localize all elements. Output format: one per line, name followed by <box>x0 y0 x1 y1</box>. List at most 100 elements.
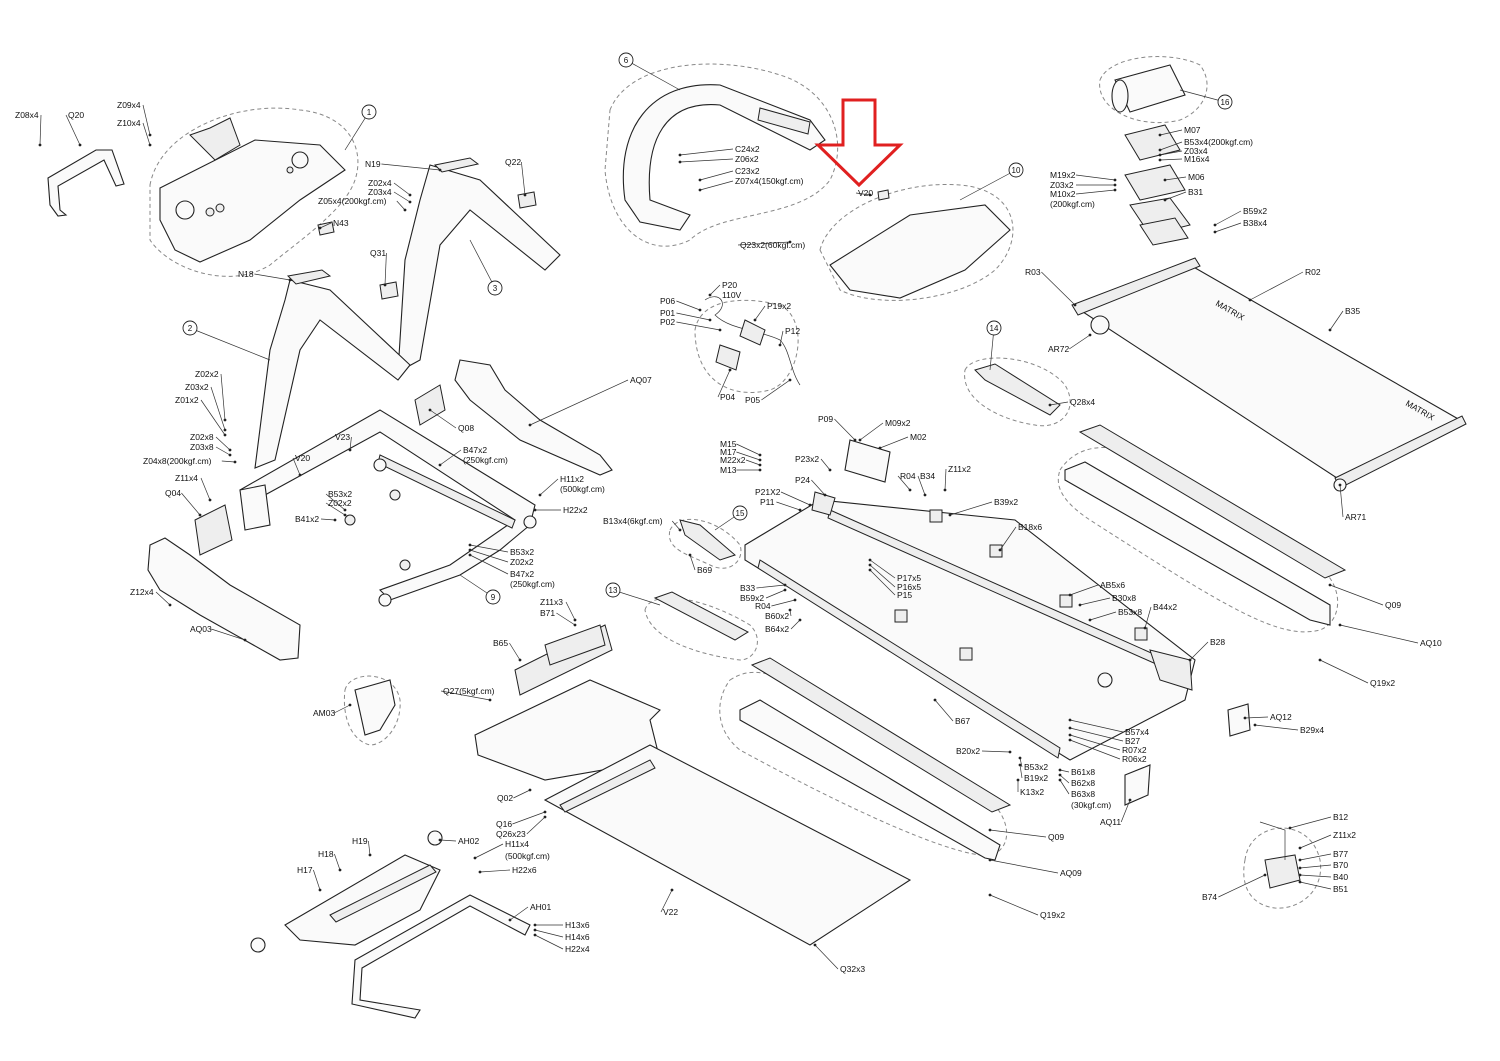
rubber-strip-q09-left <box>750 657 1012 813</box>
part-label: B47x2 <box>468 553 534 579</box>
part-label-text: B31 <box>1188 187 1203 197</box>
part-label: M02 <box>878 432 927 450</box>
part-label: Q19x2 <box>988 893 1065 920</box>
leader-line <box>699 180 734 191</box>
part-label: Q22 <box>505 157 527 197</box>
fastener-dot <box>408 193 412 197</box>
fastener-dot <box>228 448 232 452</box>
part-label: Z02x2 <box>468 548 534 567</box>
upright-right <box>397 164 561 373</box>
fastener-dot <box>1338 483 1342 487</box>
fastener-dot <box>1113 178 1117 182</box>
fastener-dot <box>168 603 172 607</box>
part-label-text: H17 <box>297 865 313 875</box>
part-label-text: Z10x4 <box>117 118 141 128</box>
part-label-text: H22x6 <box>512 865 537 875</box>
leader-line <box>39 114 42 146</box>
part-label-text: B59x2 <box>740 593 764 603</box>
fastener-dot <box>718 328 722 332</box>
part-label-text: P04 <box>720 392 735 402</box>
part-label: B44x2 <box>1143 602 1177 630</box>
part-label-text: V22 <box>663 907 678 917</box>
leader-line <box>334 853 341 871</box>
side-rail-aq10 <box>1064 461 1331 626</box>
fastener-dot <box>793 598 797 602</box>
part-label: P04 <box>717 368 735 402</box>
leader-line <box>539 478 559 496</box>
callout-number: 9 <box>491 593 496 602</box>
part-label: H13x6 <box>533 920 590 930</box>
part-label-text: B38x4 <box>1243 218 1267 228</box>
leader-line <box>479 869 511 873</box>
part-label-text: B47x2 <box>463 445 487 455</box>
leader-line <box>509 906 529 921</box>
part-label-text: Z07x4(150kgf.cm) <box>735 176 804 186</box>
leader-line <box>1214 210 1242 226</box>
bushing <box>389 489 401 501</box>
part-label: B53x2 <box>325 489 352 512</box>
fastener-dot <box>288 278 292 282</box>
part-label-text: C23x2 <box>735 166 760 176</box>
part-label-text: Q19x2 <box>1370 678 1395 688</box>
part-label: (30kgf.cm) <box>1071 800 1111 810</box>
end-cap-aq11 <box>1124 764 1151 806</box>
leader-line <box>320 518 336 521</box>
callout-number: 6 <box>624 56 629 65</box>
leader-line <box>1069 334 1091 350</box>
part-label: Z11x3 <box>540 597 577 622</box>
fastener-dot <box>788 240 792 244</box>
leader-line <box>1218 874 1266 898</box>
leader-line <box>65 114 81 146</box>
leader-line <box>934 699 954 722</box>
leader-line <box>820 458 831 471</box>
pulley-ar72 <box>1090 315 1110 335</box>
fastener-dot <box>1163 178 1167 182</box>
leader-line <box>1019 757 1023 768</box>
leader-line <box>1069 739 1121 760</box>
part-label: Q04 <box>165 488 202 517</box>
part-label: P11 <box>760 497 802 512</box>
leader-line <box>717 369 731 398</box>
part-label-text: H14x6 <box>565 932 590 942</box>
fastener-dot <box>1248 298 1252 302</box>
part-label: H22x2 <box>533 505 588 515</box>
part-label-text: M02 <box>910 432 927 442</box>
leader-line <box>1059 779 1070 795</box>
leader-line <box>981 750 1011 753</box>
fastener-dot <box>533 508 537 512</box>
part-label-text: AQ09 <box>1060 868 1082 878</box>
part-label: Z02x8 <box>190 432 232 452</box>
part-label: B70 <box>1298 860 1348 870</box>
part-label: V20 <box>292 453 310 477</box>
part-label-text: Q09 <box>1048 832 1064 842</box>
fastener-dot <box>543 810 547 814</box>
fastener-dot <box>868 568 872 572</box>
leader-line <box>679 158 734 163</box>
fastener-dot <box>1298 846 1302 850</box>
leader-line <box>1214 222 1242 233</box>
leader-line <box>393 182 411 196</box>
leader-line <box>765 589 786 599</box>
side-rail-aq09 <box>739 699 1001 861</box>
part-label: Z03x8 <box>190 442 232 457</box>
fastener-dot <box>1128 798 1132 802</box>
motor-group-outline <box>1099 56 1208 124</box>
part-label-text: B13x4(6kgf.cm) <box>603 516 663 526</box>
part-label-text: Z03x2 <box>185 382 209 392</box>
leader-line <box>440 690 491 701</box>
leader-line <box>313 869 321 891</box>
part-label: B77 <box>1298 849 1348 862</box>
fastener-dot <box>1068 738 1072 742</box>
leader-line <box>1069 584 1099 596</box>
fastener-dot <box>1158 133 1162 137</box>
part-label-text: P01 <box>660 308 675 318</box>
leader-line <box>709 284 721 296</box>
part-label-text: B60x2 <box>765 611 789 621</box>
fastener-dot <box>1048 403 1052 407</box>
part-label-text: Z03x4 <box>1184 146 1208 156</box>
fastener-dot <box>788 378 792 382</box>
leader-line <box>1075 189 1116 195</box>
part-label-text: H11x4 <box>505 839 529 849</box>
base-frame <box>239 409 536 601</box>
part-label-text: AM03 <box>313 708 335 718</box>
